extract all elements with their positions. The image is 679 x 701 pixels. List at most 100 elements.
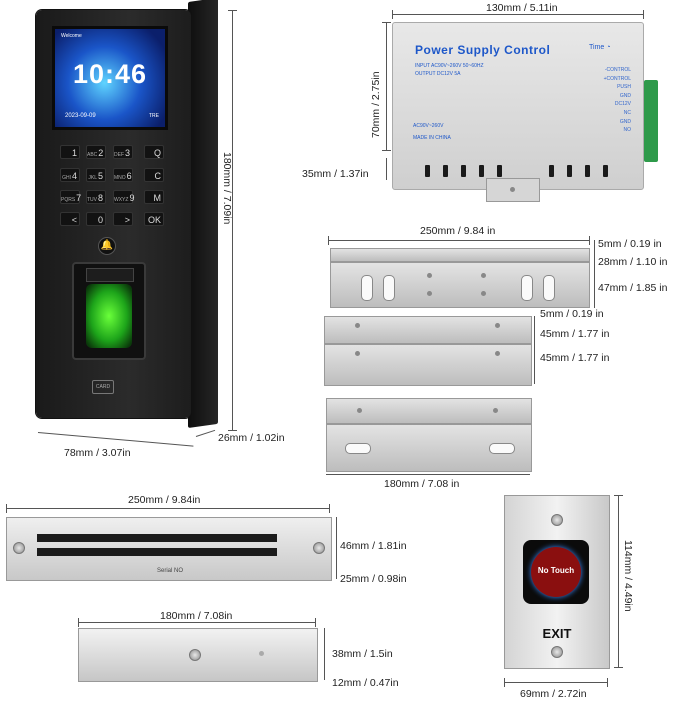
psu-width-dim: 130mm / 5.11in bbox=[486, 2, 558, 14]
exit-height-dim: 114mm / 4.49in bbox=[622, 540, 634, 612]
panel-height-line bbox=[232, 10, 233, 430]
exit-tick-r bbox=[607, 678, 608, 687]
keypad-key[interactable]: WXYZ9 bbox=[113, 190, 134, 204]
magnet-strip bbox=[37, 534, 277, 542]
psu-vent-slot bbox=[425, 165, 430, 177]
psu-mount-tab bbox=[486, 178, 540, 202]
bracket-top-width-line bbox=[328, 240, 590, 241]
psu-terminal-label: PUSH bbox=[617, 84, 631, 91]
bracket-dim-mid-c: 45mm / 1.77 in bbox=[540, 352, 610, 364]
keypad-key-label: > bbox=[124, 215, 130, 225]
l-bracket-top bbox=[324, 316, 532, 344]
keypad-key[interactable]: Q bbox=[144, 145, 164, 159]
bracket-slot bbox=[383, 275, 395, 301]
psu-time-knob-icon[interactable]: ◔ bbox=[606, 44, 611, 51]
screw-icon bbox=[313, 542, 325, 554]
keypad-key[interactable]: GHI4 bbox=[60, 168, 80, 182]
armature-tick-l bbox=[78, 618, 79, 627]
psu-made-in: MADE IN CHINA bbox=[413, 135, 451, 141]
keypad-key[interactable]: C bbox=[144, 168, 164, 182]
keypad-key[interactable]: M bbox=[144, 190, 164, 204]
psu-width-line bbox=[392, 14, 644, 15]
bell-icon[interactable]: 🔔 bbox=[98, 237, 116, 255]
psu-height-tick-bottom bbox=[382, 150, 391, 151]
keypad-key-label: 5 bbox=[97, 171, 103, 181]
panel-width-dim: 78mm / 3.07in bbox=[64, 447, 131, 459]
exit-label: EXIT bbox=[542, 626, 572, 641]
bracket-hole bbox=[357, 408, 362, 413]
psu-width-tick-left bbox=[392, 10, 393, 19]
keypad-key[interactable]: 0 bbox=[86, 212, 106, 226]
psu-depth-dim: 35mm / 1.37in bbox=[302, 168, 369, 180]
keypad-key[interactable]: MNO6 bbox=[113, 168, 133, 182]
screen-date: 2023-09-09 bbox=[65, 113, 96, 119]
keypad-key[interactable]: OK bbox=[144, 212, 164, 226]
exit-tick-bottom bbox=[614, 667, 623, 668]
keypad-key-label: 6 bbox=[126, 171, 132, 181]
panel-screen: Welcome 10:46 2023-09-09 TRE bbox=[52, 26, 168, 130]
psu-terminal-label: -CONTROL bbox=[604, 67, 631, 73]
keypad-key-label: C bbox=[154, 171, 162, 181]
keypad-key[interactable]: > bbox=[113, 212, 133, 226]
psu-terminal-label: GND bbox=[619, 118, 631, 125]
bracket-top-depth-line bbox=[594, 240, 595, 308]
psu-terminal-block[interactable] bbox=[644, 80, 658, 162]
bracket-hole bbox=[427, 273, 432, 278]
keypad-key-letters: JKL bbox=[88, 175, 97, 181]
psu-input-line: INPUT AC90V~260V 50~60HZ bbox=[415, 63, 484, 69]
keypad-key-label: Q bbox=[153, 148, 161, 158]
keypad-key[interactable]: PQRS7 bbox=[60, 190, 81, 204]
keypad-key[interactable]: JKL5 bbox=[86, 168, 106, 182]
exit-height-line bbox=[618, 495, 619, 667]
psu-height-line bbox=[386, 22, 387, 150]
bracket-dim-mid-b: 45mm / 1.77 in bbox=[540, 328, 610, 340]
magnet-strip bbox=[37, 548, 277, 556]
access-panel-side bbox=[188, 0, 218, 428]
keypad-key-letters: MNO bbox=[114, 175, 126, 181]
bracket-bottom-width-dim: 180mm / 7.08 in bbox=[384, 478, 460, 490]
bracket-hole bbox=[481, 273, 486, 278]
psu-vent-slot bbox=[549, 165, 554, 177]
keypad-key-letters: ABC bbox=[87, 152, 98, 158]
bracket-hole bbox=[355, 323, 360, 328]
psu-terminal-label: +CONTROL bbox=[603, 75, 631, 82]
bracket-hole bbox=[355, 351, 360, 356]
psu-vent-slot bbox=[585, 165, 590, 177]
bracket-tick-l bbox=[328, 236, 329, 245]
maglock-height-dim: 46mm / 1.81in bbox=[340, 540, 407, 552]
psu-vent-slot bbox=[461, 165, 466, 177]
bracket-top-width-dim: 250mm / 9.84 in bbox=[420, 225, 496, 237]
bracket-dim-top-b: 28mm / 1.10 in bbox=[598, 256, 668, 268]
l-bracket-face bbox=[324, 344, 532, 386]
keypad-key[interactable]: ABC2 bbox=[86, 145, 106, 159]
fingerprint-sensor bbox=[72, 262, 146, 360]
psu-output-line: OUTPUT DC12V 5A bbox=[415, 71, 461, 77]
bracket-slot bbox=[345, 443, 371, 454]
maglock-label: Serial NO bbox=[157, 568, 184, 574]
psu-terminal-label: GND bbox=[619, 92, 631, 99]
armature-hole bbox=[259, 651, 264, 656]
armature-height-dim: 38mm / 1.5in bbox=[332, 648, 393, 660]
bracket-hole bbox=[493, 408, 498, 413]
bracket-slot bbox=[489, 443, 515, 454]
keypad-key-label: 0 bbox=[97, 215, 103, 225]
screw-icon bbox=[189, 649, 201, 661]
panel-depth-dim: 26mm / 1.02in bbox=[218, 432, 285, 444]
psu-vent-slot bbox=[479, 165, 484, 177]
keypad-key[interactable]: TUV8 bbox=[86, 190, 106, 204]
keypad-key-label: 4 bbox=[71, 171, 77, 181]
psu-terminal-label: DC12V bbox=[614, 101, 631, 108]
keypad-key-label: 3 bbox=[125, 148, 131, 158]
keypad-key-letters: WXYZ bbox=[114, 197, 129, 203]
fingerprint-glow bbox=[86, 284, 132, 348]
panel-depth-line bbox=[195, 429, 216, 437]
no-touch-sensor[interactable]: No Touch bbox=[523, 540, 589, 604]
exit-tick-top bbox=[614, 495, 623, 496]
keypad-key[interactable]: 1 bbox=[60, 145, 80, 159]
power-supply-box: Power Supply Control Time ◔ INPUT AC90V~… bbox=[392, 22, 644, 190]
keypad-key[interactable]: < bbox=[60, 212, 80, 226]
panel-height-tick-bottom bbox=[228, 430, 237, 431]
flat-bracket-top bbox=[326, 398, 532, 424]
magnetic-lock: Serial NO bbox=[6, 517, 332, 581]
keypad-key[interactable]: DEF3 bbox=[113, 145, 133, 159]
